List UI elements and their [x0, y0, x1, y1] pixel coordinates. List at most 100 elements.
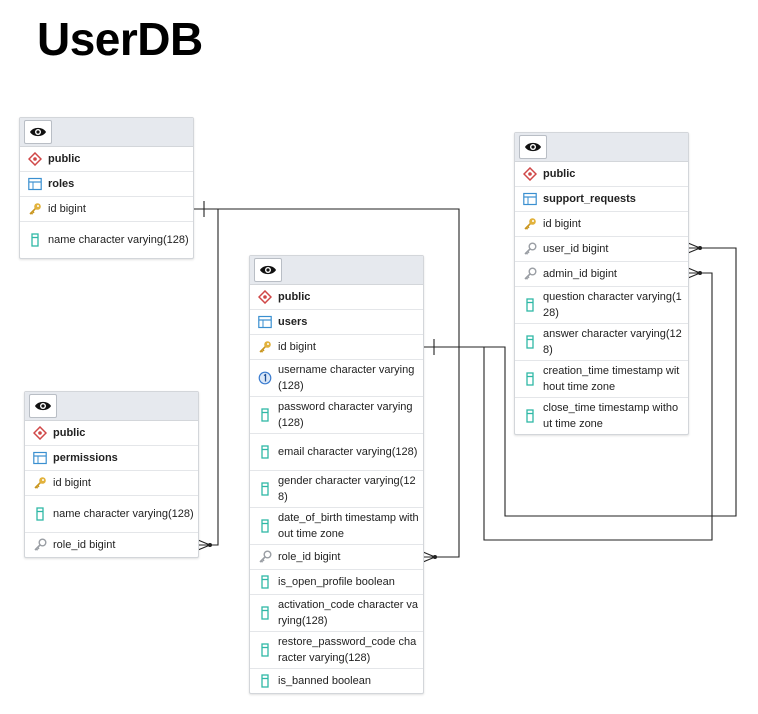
schema-row: public	[515, 162, 688, 187]
table-permissions[interactable]: public permissions id bigint name charac…	[24, 391, 199, 558]
column-icon	[261, 643, 269, 657]
column-row: is_open_profile boolean	[250, 570, 423, 595]
column-row: activation_code character varying(128)	[250, 595, 423, 632]
table-support-requests[interactable]: public support_requests id bigint user_i…	[514, 132, 689, 435]
table-icon	[28, 177, 42, 191]
column-text: answer character varying(128)	[543, 328, 682, 356]
eye-icon[interactable]	[519, 135, 547, 159]
column-icon	[261, 575, 269, 589]
column-text: is_banned boolean	[278, 675, 371, 687]
column-text: gender character varying(128)	[278, 475, 416, 503]
table-icon	[33, 451, 47, 465]
column-icon	[31, 233, 39, 247]
schema-icon	[33, 426, 47, 440]
table-header	[25, 392, 198, 421]
schema-name: public	[543, 168, 576, 180]
column-row: email character varying(128)	[250, 434, 423, 471]
column-text: email character varying(128)	[278, 446, 418, 458]
schema-row: public	[250, 285, 423, 310]
column-row: id bigint	[515, 212, 688, 237]
column-text: password character varying(128)	[278, 401, 413, 429]
column-text: role_id bigint	[278, 551, 341, 563]
table-roles[interactable]: public roles id bigint name character va…	[19, 117, 194, 259]
table-icon	[258, 315, 272, 329]
column-text: is_open_profile boolean	[278, 576, 395, 588]
column-icon	[261, 519, 269, 533]
primary-key-icon	[29, 203, 41, 215]
column-row: is_banned boolean	[250, 669, 423, 693]
primary-key-icon	[34, 477, 46, 489]
column-row: restore_password_code character varying(…	[250, 632, 423, 669]
column-text: admin_id bigint	[543, 268, 617, 280]
column-text: id bigint	[543, 218, 581, 230]
unique-icon	[258, 371, 272, 385]
column-icon	[526, 409, 534, 423]
foreign-key-icon	[524, 242, 537, 255]
table-name-row: users	[250, 310, 423, 335]
eye-icon[interactable]	[29, 394, 57, 418]
column-row: date_of_birth timestamp without time zon…	[250, 508, 423, 545]
column-icon	[526, 335, 534, 349]
schema-name: public	[53, 427, 86, 439]
column-icon	[261, 606, 269, 620]
column-row: creation_time timestamp without time zon…	[515, 361, 688, 398]
primary-key-icon	[259, 341, 271, 353]
table-name: support_requests	[543, 193, 636, 205]
column-text: date_of_birth timestamp without time zon…	[278, 512, 419, 540]
column-row: close_time timestamp without time zone	[515, 398, 688, 434]
schema-icon	[258, 290, 272, 304]
column-text: name character varying(128)	[48, 234, 189, 246]
column-row: username character varying(128)	[250, 360, 423, 397]
column-text: id bigint	[278, 341, 316, 353]
table-name-row: support_requests	[515, 187, 688, 212]
column-icon	[261, 408, 269, 422]
column-text: role_id bigint	[53, 539, 116, 551]
foreign-key-icon	[34, 538, 47, 551]
column-text: creation_time timestamp without time zon…	[543, 365, 680, 393]
table-icon	[523, 192, 537, 206]
column-row: answer character varying(128)	[515, 324, 688, 361]
eye-icon[interactable]	[254, 258, 282, 282]
column-row: admin_id bigint	[515, 262, 688, 287]
column-text: user_id bigint	[543, 243, 609, 255]
column-row: user_id bigint	[515, 237, 688, 262]
schema-icon	[28, 152, 42, 166]
column-text: username character varying(128)	[278, 364, 415, 392]
column-icon	[36, 507, 44, 521]
table-header	[515, 133, 688, 162]
foreign-key-icon	[524, 267, 537, 280]
page-title: UserDB	[37, 13, 203, 65]
schema-name: public	[278, 291, 311, 303]
table-name: roles	[48, 178, 75, 190]
column-row: id bigint	[20, 197, 193, 222]
column-row: role_id bigint	[250, 545, 423, 570]
column-row: name character varying(128)	[25, 496, 198, 533]
schema-row: public	[20, 147, 193, 172]
schema-icon	[523, 167, 537, 181]
column-text: id bigint	[48, 203, 86, 215]
schema-name: public	[48, 153, 81, 165]
primary-key-icon	[524, 218, 536, 230]
schema-row: public	[25, 421, 198, 446]
table-header	[250, 256, 423, 285]
eye-icon[interactable]	[24, 120, 52, 144]
column-icon	[526, 372, 534, 386]
column-text: name character varying(128)	[53, 508, 194, 520]
column-text: restore_password_code character varying(…	[278, 636, 417, 664]
table-name-row: roles	[20, 172, 193, 197]
column-row: id bigint	[25, 471, 198, 496]
column-row: id bigint	[250, 335, 423, 360]
table-name: permissions	[53, 452, 118, 464]
column-row: password character varying(128)	[250, 397, 423, 434]
column-icon	[261, 674, 269, 688]
column-text: close_time timestamp without time zone	[543, 402, 679, 430]
table-header	[20, 118, 193, 147]
foreign-key-icon	[259, 550, 272, 563]
table-name: users	[278, 316, 308, 328]
table-name-row: permissions	[25, 446, 198, 471]
column-row: role_id bigint	[25, 533, 198, 557]
column-icon	[526, 298, 534, 312]
column-text: id bigint	[53, 477, 91, 489]
table-users[interactable]: public users id bigint username characte…	[249, 255, 424, 694]
column-row: name character varying(128)	[20, 222, 193, 258]
